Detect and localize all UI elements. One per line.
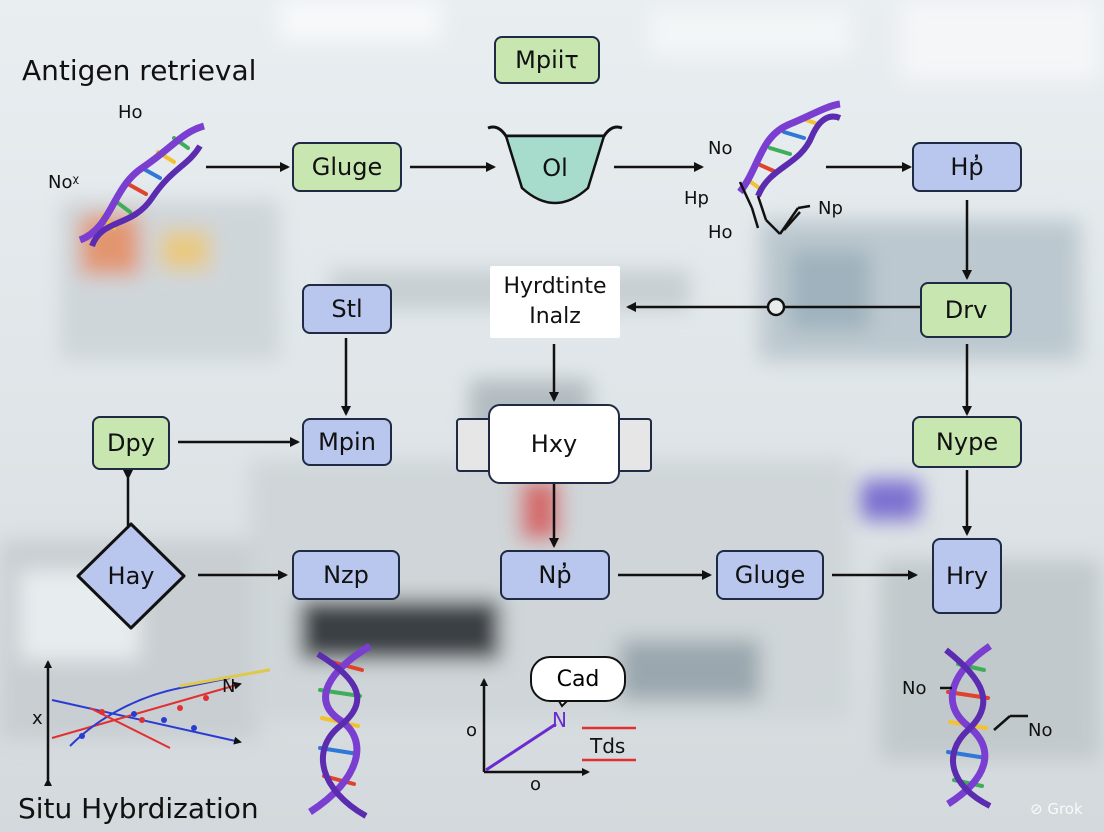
dna2-label-np: Np [818, 198, 843, 219]
node-hxy: Hxy [488, 404, 620, 484]
node-hyrdtinte-line1: Hyrdtinte [503, 274, 607, 299]
dna2-label-hp: Hp [684, 188, 709, 209]
node-hp-top: Hp̓ [912, 142, 1022, 192]
dna-molecule-icon [737, 100, 842, 235]
dna-helix-icon [944, 643, 992, 809]
node-dpy: Dpy [92, 416, 170, 470]
node-hay-label: Hay [107, 562, 155, 590]
node-gluge-bottom: Gluge [716, 550, 824, 600]
connector-node-circle [766, 297, 786, 317]
dna4-label-no-left: No [902, 678, 927, 699]
mini-chart-left [44, 660, 270, 786]
dna-helix-icon [78, 122, 206, 248]
watermark-text: Grok [1047, 800, 1083, 818]
mini-chart-center-callout: Cad [530, 656, 626, 702]
node-hry: Hry [932, 538, 1002, 614]
mini-chart-center-x-label: o [530, 774, 542, 795]
node-drv: Drv [920, 282, 1012, 338]
node-stl: Stl [302, 284, 392, 334]
mini-chart-left-series-label: N [222, 676, 236, 697]
node-hay-diamond [76, 522, 186, 630]
mini-chart-center-legend: Tds [590, 734, 626, 758]
dna2-label-no: No [708, 138, 733, 159]
heading-situ-hybridization: Situ Hybrdization [18, 792, 259, 825]
node-nype: Nype [912, 416, 1022, 468]
node-hyrdtinte: Hyrdtinte Inalz [490, 266, 620, 338]
dna-helix-icon [308, 642, 372, 819]
dna2-label-ho: Ho [708, 222, 733, 243]
watermark: ⊘ Grok [1030, 800, 1083, 818]
watermark-icon: ⊘ [1030, 800, 1048, 818]
node-mpiit: Mpiiτ [494, 36, 600, 84]
node-np: Np̓ [500, 550, 610, 600]
dna4-label-no-right: No [1028, 720, 1053, 741]
node-hyrdtinte-line2: Inalz [529, 304, 581, 329]
node-gluge-top: Gluge [292, 142, 402, 192]
mini-chart-center-point-label: N [552, 708, 567, 732]
node-mpin: Mpin [302, 418, 392, 466]
heading-antigen-retrieval: Antigen retrieval [22, 54, 257, 87]
mini-chart-left-y-label: x [32, 708, 43, 729]
dna1-label-no: Noᵡ [48, 172, 80, 193]
node-ol-bowl [487, 125, 623, 205]
node-nzp: Nzp [292, 550, 400, 600]
mini-chart-center-y-label: o [466, 720, 478, 741]
dna4-bond-lines [940, 686, 1028, 731]
node-ol-label: Ol [542, 154, 568, 182]
dna1-label-ho: Ho [118, 102, 143, 123]
